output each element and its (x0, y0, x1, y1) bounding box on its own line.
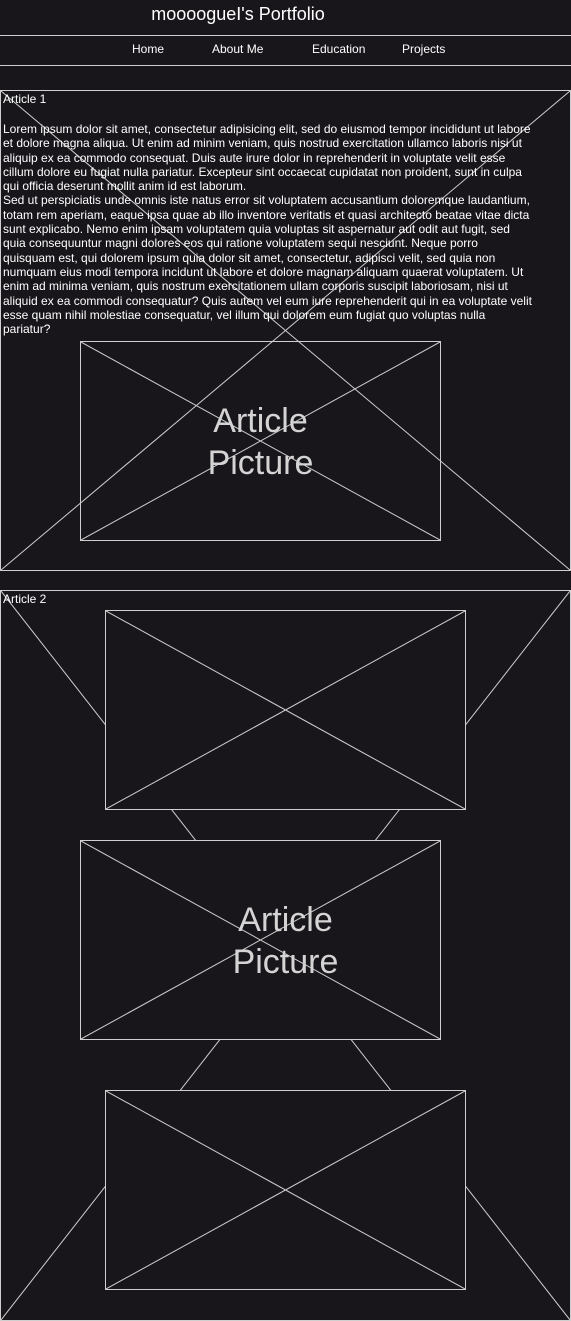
nav-top-divider (0, 35, 571, 36)
article-1-picture-cross (81, 342, 440, 540)
article-2: Article 2 Article Picture (0, 590, 571, 1321)
nav-projects-link[interactable]: Projects (402, 42, 446, 56)
article-1-picture: Article Picture (80, 341, 441, 541)
article-2-picture-label-line1: Article (238, 901, 333, 939)
article-2-picture-bottom (105, 1090, 466, 1290)
nav-home-link[interactable]: Home (132, 42, 165, 56)
article-2-picture-top-cross (106, 611, 465, 809)
nav-bottom-divider (0, 65, 571, 66)
article-1-picture-label-line1: Article (213, 402, 308, 440)
article-1-paragraph-2: Sed ut perspiciatis unde omnis iste natu… (3, 193, 532, 337)
nav-about-me-link[interactable]: About Me (212, 42, 264, 56)
article-2-picture-top (105, 610, 466, 810)
article-1-body: Lorem ipsum dolor sit amet, consectetur … (3, 122, 533, 336)
article-1-picture-label-line2: Picture (207, 444, 314, 482)
article-1: Article 1 Lorem ipsum dolor sit amet, co… (0, 90, 571, 571)
article-2-picture-label-line2: Picture (232, 943, 339, 981)
article-1-paragraph-1: Lorem ipsum dolor sit amet, consectetur … (3, 122, 531, 194)
article-2-title: Article 2 (3, 592, 47, 606)
site-title: moooogueI's Portfolio (151, 4, 325, 24)
article-1-title: Article 1 (3, 92, 47, 106)
article-1-placeholder-cross (1, 91, 570, 570)
article-2-picture-bottom-cross (106, 1091, 465, 1289)
nav-education-link[interactable]: Education (312, 42, 366, 56)
article-2-picture-middle: Article Picture (80, 840, 441, 1040)
article-2-picture-middle-cross (81, 841, 440, 1039)
